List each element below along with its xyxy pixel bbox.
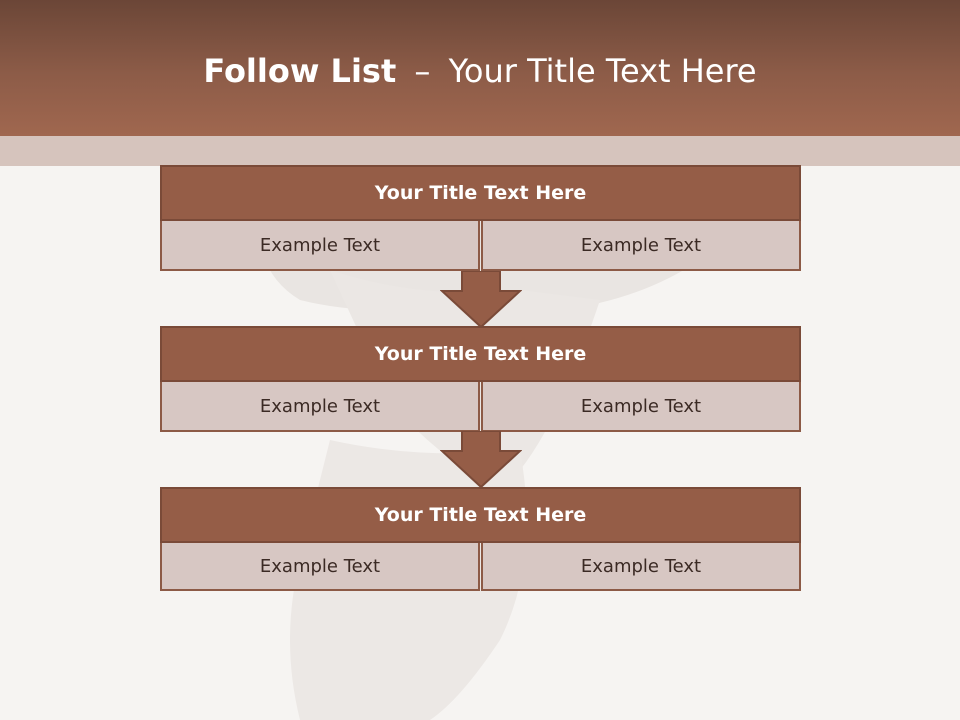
- block-row: Example Text Example Text: [160, 543, 801, 591]
- list-block-2: Your Title Text Here Example Text Exampl…: [160, 326, 801, 432]
- block-row: Example Text Example Text: [160, 221, 801, 271]
- list-block-1: Your Title Text Here Example Text Exampl…: [160, 165, 801, 271]
- slide-title-separator: –: [414, 52, 431, 90]
- block-cell-left: Example Text: [160, 543, 480, 591]
- down-arrow-icon: [440, 431, 522, 489]
- block-row: Example Text Example Text: [160, 382, 801, 432]
- block-cell-left: Example Text: [160, 382, 480, 432]
- block-cell-right: Example Text: [481, 221, 801, 271]
- down-arrow-icon: [440, 271, 522, 329]
- block-cell-left: Example Text: [160, 221, 480, 271]
- block-title: Your Title Text Here: [160, 165, 801, 221]
- block-cell-right: Example Text: [481, 543, 801, 591]
- block-title: Your Title Text Here: [160, 326, 801, 382]
- block-cell-right: Example Text: [481, 382, 801, 432]
- slide-title-text: Your Title Text Here: [448, 52, 757, 90]
- slide-title: Follow List – Your Title Text Here: [0, 52, 960, 90]
- header-strip: [0, 136, 960, 166]
- slide-title-bold: Follow List: [203, 52, 397, 90]
- header-bar: [0, 0, 960, 136]
- list-block-3: Your Title Text Here Example Text Exampl…: [160, 487, 801, 591]
- block-title: Your Title Text Here: [160, 487, 801, 543]
